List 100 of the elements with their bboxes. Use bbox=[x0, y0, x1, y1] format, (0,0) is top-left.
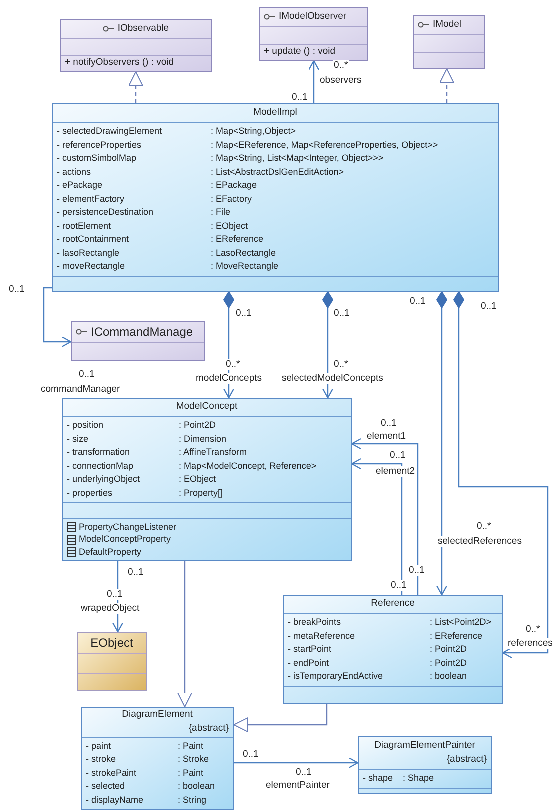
multiplicity-label: 0..* bbox=[333, 359, 350, 370]
class-box bbox=[52, 103, 499, 292]
composition-arrow bbox=[436, 292, 448, 596]
attribute-name: - referenceProperties bbox=[57, 138, 143, 152]
composition-arrow bbox=[454, 292, 549, 659]
multiplicity-label: 0..1 bbox=[390, 580, 408, 591]
role-label: observers bbox=[319, 75, 363, 86]
multiplicity-label: 0..1 bbox=[242, 749, 260, 760]
attribute-name: - endPoint bbox=[288, 656, 330, 670]
attribute-name: - rootElement bbox=[57, 220, 112, 232]
attribute-name: - ePackage bbox=[57, 179, 104, 192]
attribute-type: : Point2D bbox=[179, 419, 216, 432]
class-box bbox=[62, 398, 352, 561]
realization-arrow bbox=[440, 68, 454, 103]
multiplicity-label: 0..1 bbox=[333, 308, 351, 319]
role-label: element1 bbox=[366, 431, 408, 442]
attribute-name: - persistenceDestination bbox=[57, 206, 155, 219]
class-name: ModelImpl bbox=[254, 106, 298, 120]
role-label: wrapedObject bbox=[80, 603, 141, 614]
class-name: IModelObserver bbox=[279, 10, 347, 24]
nested-class-name: PropertyChangeListener bbox=[79, 520, 177, 534]
attribute-type: : Map<EReference, Map<ReferenceProperties, Object>> bbox=[211, 138, 438, 152]
realization-arrow bbox=[128, 72, 144, 103]
attribute-name: - metaReference bbox=[288, 630, 356, 642]
multiplicity-label: 0..1 bbox=[8, 284, 26, 295]
attribute-name: - underlyingObject bbox=[67, 473, 142, 486]
attribute-type: : AffineTransform bbox=[179, 446, 248, 459]
class-name: ModelConcept bbox=[176, 400, 238, 414]
attribute-name: - strokePaint bbox=[86, 766, 138, 780]
attribute-type: : Paint bbox=[178, 766, 204, 780]
attribute-name: - displayName bbox=[86, 794, 145, 807]
role-label: modelConcepts bbox=[195, 373, 264, 384]
attribute-type: : Point2D bbox=[430, 643, 468, 656]
role-label: references bbox=[507, 638, 553, 649]
attribute-type: : Map<String,Object> bbox=[211, 125, 296, 138]
operation-text: + notifyObservers () : void bbox=[65, 56, 176, 70]
class-box bbox=[358, 736, 492, 794]
multiplicity-label: 0..* bbox=[476, 521, 492, 532]
attribute-type: : Point2D bbox=[430, 656, 468, 670]
interface-box bbox=[259, 7, 368, 61]
multiplicity-label: 0..1 bbox=[78, 369, 96, 380]
association-arrow bbox=[234, 757, 359, 769]
multiplicity-label: 0..* bbox=[525, 624, 542, 635]
attribute-name: - stroke bbox=[86, 753, 118, 766]
attribute-type: : List<Point2D> bbox=[430, 616, 492, 629]
attribute-type: : EFactory bbox=[211, 192, 252, 206]
role-label: commandManager bbox=[40, 384, 122, 395]
multiplicity-label: 0..* bbox=[225, 359, 242, 370]
attribute-type: : EPackage bbox=[211, 179, 258, 192]
interface-box bbox=[413, 15, 485, 69]
attribute-type: : Dimension bbox=[179, 432, 227, 446]
stereotype-text: {abstract} bbox=[188, 722, 229, 736]
class-name: DiagramElementPainter bbox=[374, 738, 476, 753]
attribute-type: : Shape bbox=[403, 772, 434, 785]
class-box bbox=[283, 595, 503, 704]
multiplicity-label: 0..1 bbox=[380, 418, 398, 429]
multiplicity-label: 0..1 bbox=[295, 767, 313, 778]
operation-text: + update () : void bbox=[264, 45, 337, 60]
attribute-name: - rootContainment bbox=[57, 233, 130, 246]
attribute-name: - position bbox=[67, 419, 105, 432]
attribute-type: : Paint bbox=[178, 740, 204, 752]
attribute-type: : EReference bbox=[211, 233, 264, 246]
attribute-type: : EObject bbox=[179, 473, 216, 486]
attribute-name: - size bbox=[67, 432, 90, 446]
role-label: selectedReferences bbox=[437, 536, 523, 547]
interface-box bbox=[71, 321, 205, 361]
attribute-type: : Property[] bbox=[179, 486, 224, 500]
multiplicity-label: 0..* bbox=[333, 60, 350, 71]
role-label: selectedModelConcepts bbox=[281, 373, 384, 384]
attribute-type: : LasoRectangle bbox=[211, 246, 276, 260]
attribute-type: : String bbox=[178, 794, 207, 807]
attribute-name: - lasoRectangle bbox=[57, 246, 121, 260]
attribute-name: - shape bbox=[363, 772, 394, 785]
class-box bbox=[77, 632, 147, 691]
interface-box bbox=[60, 19, 212, 72]
multiplicity-label: 0..1 bbox=[291, 92, 309, 103]
attribute-type: : EReference bbox=[430, 630, 483, 642]
multiplicity-label: 0..1 bbox=[127, 567, 145, 578]
multiplicity-label: 0..1 bbox=[480, 301, 498, 312]
attribute-type: : Map<String, List<Map<Integer, Object>>> bbox=[211, 152, 384, 165]
attribute-type: : File bbox=[211, 206, 231, 219]
attribute-name: - selectedDrawingElement bbox=[57, 125, 164, 138]
attribute-type: : boolean bbox=[178, 780, 216, 793]
class-name: DiagramElement bbox=[122, 708, 193, 722]
attribute-type: : Stroke bbox=[178, 753, 210, 766]
attribute-type: : List<AbstractDslGenEditAction> bbox=[211, 166, 344, 178]
association-arrow bbox=[43, 287, 72, 348]
nested-class-name: ModelConceptProperty bbox=[79, 533, 172, 546]
multiplicity-label: 0..1 bbox=[389, 450, 407, 461]
composition-arrow bbox=[223, 292, 235, 399]
multiplicity-label: 0..1 bbox=[408, 565, 426, 576]
association-arrow bbox=[351, 438, 419, 595]
nested-class-name: DefaultProperty bbox=[79, 546, 142, 558]
multiplicity-label: 0..1 bbox=[235, 308, 253, 319]
attribute-name: - customSimbolMap bbox=[57, 152, 138, 165]
attribute-name: - startPoint bbox=[288, 643, 333, 656]
multiplicity-label: 0..1 bbox=[106, 589, 124, 600]
class-name: ICommandManage bbox=[91, 324, 194, 341]
attribute-type: : EObject bbox=[211, 220, 248, 233]
attribute-name: - paint bbox=[86, 740, 112, 753]
